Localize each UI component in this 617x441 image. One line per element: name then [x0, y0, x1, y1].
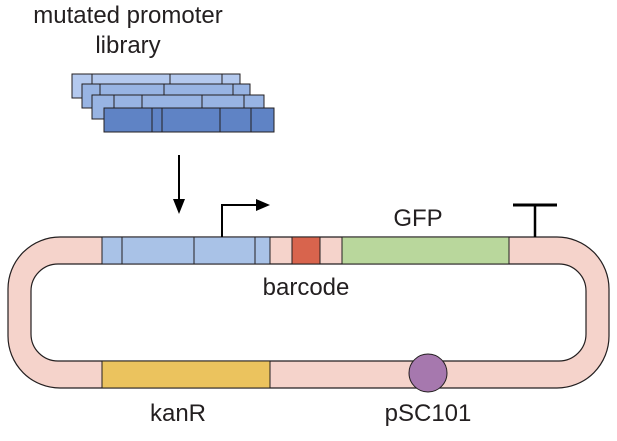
kanr-label: kanR [149, 400, 207, 427]
library-title-line2: library [95, 32, 161, 59]
transcription-start-arrow-icon [221, 199, 270, 237]
terminator-icon [513, 203, 557, 237]
kanr-gene [101, 360, 271, 389]
down-arrow-icon [173, 155, 185, 214]
library-sequence-4 [103, 107, 275, 133]
gfp-label: GFP [393, 205, 443, 232]
barcode-segment [291, 236, 321, 265]
origin-circle [408, 353, 448, 393]
origin-label: pSC101 [384, 400, 472, 427]
barcode-label: barcode [262, 274, 350, 301]
library-title-line1: mutated promoter [33, 2, 223, 29]
promoter-region [101, 236, 271, 265]
plasmid-backbone [7, 236, 610, 389]
promoter-library-stack [71, 73, 275, 133]
gfp-gene [341, 236, 510, 265]
